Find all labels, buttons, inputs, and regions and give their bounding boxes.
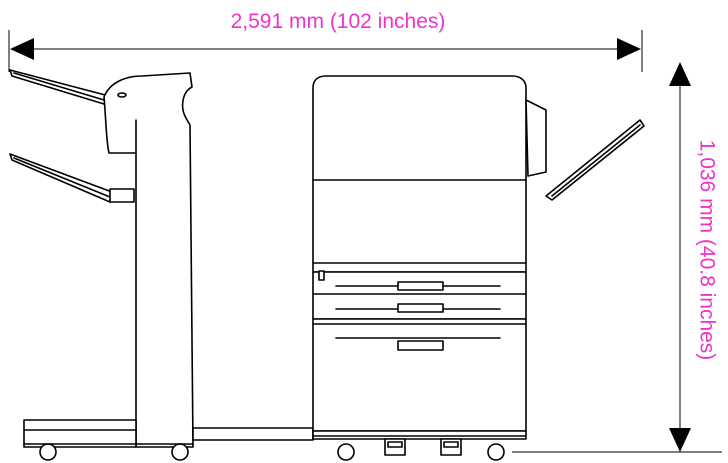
finisher-caster-left	[39, 443, 57, 461]
height-dimension: 1,036 mm (40.8 inches)	[512, 62, 722, 453]
tray-handle-3	[397, 340, 444, 351]
printer-caster-right	[487, 443, 505, 461]
tray-handle-2	[397, 303, 444, 313]
printer-unit	[312, 75, 645, 461]
finisher-lower-tray	[9, 153, 113, 203]
printer-base	[312, 430, 527, 440]
finisher-unit	[9, 69, 194, 461]
height-arrowhead-top	[669, 62, 691, 86]
width-arrowhead-right	[617, 38, 641, 60]
finisher-base	[23, 419, 137, 448]
large-tray-drawer	[312, 318, 527, 432]
width-dimension-label: 2,591 mm (102 inches)	[231, 10, 446, 33]
finisher-caster-right	[171, 443, 189, 461]
tray-handle-1	[397, 281, 444, 291]
connector-plate	[192, 427, 314, 441]
printer-side-panel	[525, 99, 547, 177]
printer-caster-left	[337, 443, 355, 461]
finisher-logo	[117, 92, 127, 98]
height-arrowhead-bottom	[669, 428, 691, 452]
printer-output-tray	[545, 119, 645, 201]
width-arrowhead-left	[10, 38, 34, 60]
height-dimension-label: 1,036 mm (40.8 inches)	[695, 140, 718, 361]
printer-top-lid	[312, 75, 527, 273]
tray-latch	[318, 270, 325, 281]
finisher-head	[103, 72, 194, 448]
width-dimension: 2,591 mm (102 inches)	[8, 10, 643, 72]
